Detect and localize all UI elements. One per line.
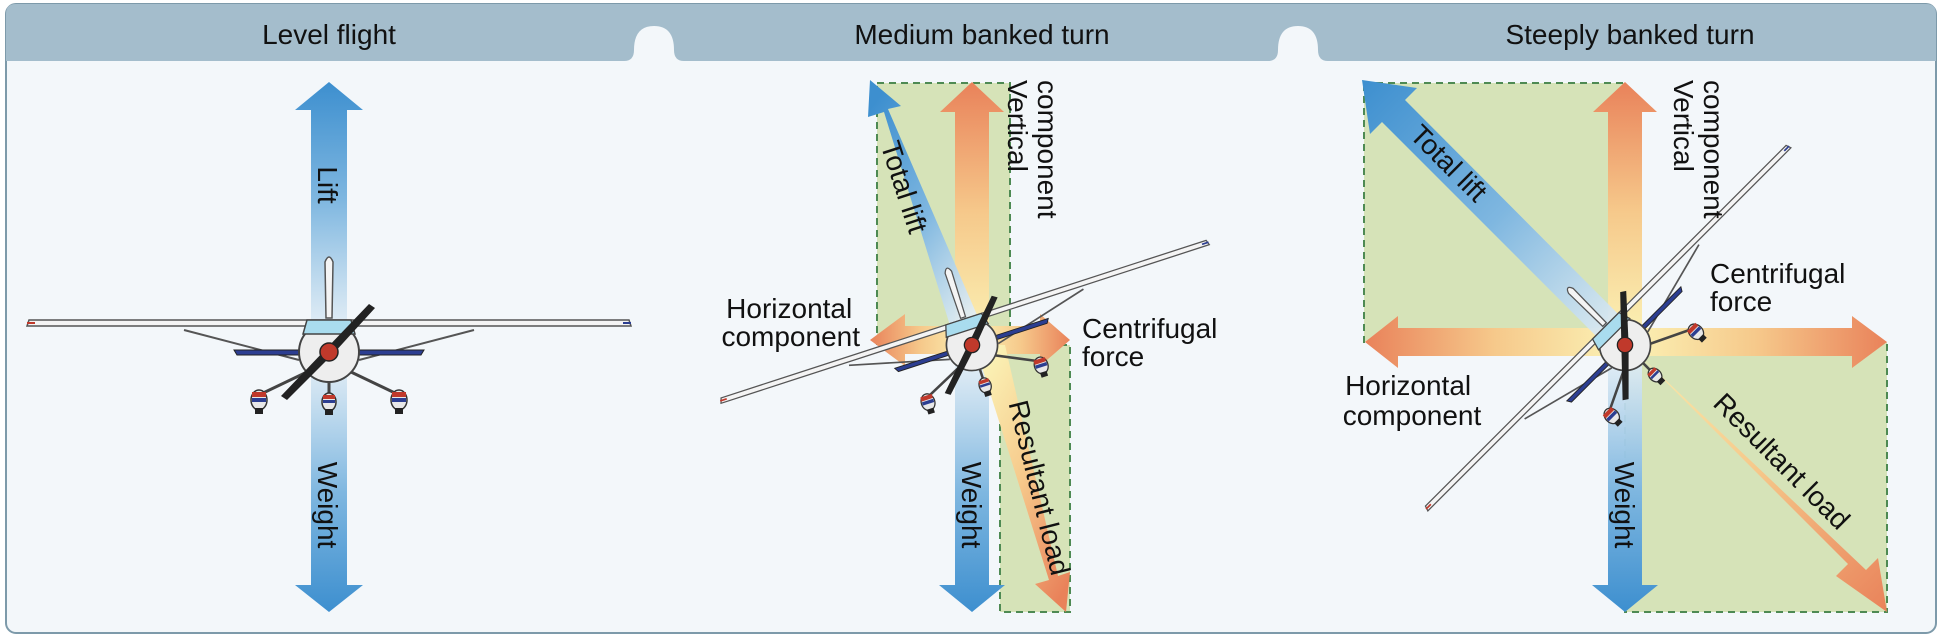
- centrifugal-force-line-1: Centrifugal: [1710, 258, 1845, 289]
- panel-steeply-banked-turn: Total lift Vertical component Horizontal…: [1343, 80, 1888, 613]
- centrifugal-force-label: Centrifugal force: [1082, 313, 1225, 372]
- vertical-component-arrow: [1593, 82, 1657, 342]
- panel-medium-banked-turn: Total lift Vertical component Horizontal…: [701, 80, 1234, 613]
- lift-label: Lift: [312, 166, 343, 204]
- panel-title-level-flight: Level flight: [262, 19, 396, 50]
- weight-arrow: [939, 345, 1005, 612]
- header-bar: [6, 4, 1936, 61]
- vertical-component-line-1: Vertical: [1002, 80, 1033, 172]
- vertical-component-line-2: component: [1698, 80, 1729, 219]
- lift-arrow: [295, 82, 363, 345]
- total-lift-arrow: [868, 80, 990, 345]
- panel-level-flight: Lift Weight: [25, 82, 633, 612]
- horizontal-component-label: Horizontal component: [1343, 370, 1482, 431]
- vertical-component-label: Vertical component: [1002, 80, 1063, 219]
- horizontal-component-line-1: Horizontal: [1345, 370, 1471, 401]
- horizontal-component-line-1: Horizontal: [726, 293, 852, 324]
- centrifugal-force-label: Centrifugal force: [1710, 258, 1853, 317]
- vertical-component-line-2: component: [1032, 80, 1063, 219]
- centrifugal-force-line-2: force: [1710, 286, 1772, 317]
- weight-arrow: [295, 345, 363, 612]
- panel-title-steeply-banked-turn: Steeply banked turn: [1505, 19, 1754, 50]
- centrifugal-force-line-1: Centrifugal: [1082, 313, 1217, 344]
- horizontal-component-line-2: component: [1343, 400, 1482, 431]
- weight-label: Weight: [956, 462, 987, 549]
- resultant-load-arrow: [1614, 330, 1887, 612]
- panel-title-medium-banked-turn: Medium banked turn: [854, 19, 1109, 50]
- horizontal-component-arrow: [1365, 316, 1625, 368]
- weight-label: Weight: [1609, 462, 1640, 549]
- horizontal-component-line-2: component: [721, 321, 860, 352]
- resultant-load-arrow: [975, 345, 1070, 612]
- centrifugal-force-line-2: force: [1082, 341, 1144, 372]
- vertical-component-line-1: Vertical: [1668, 80, 1699, 172]
- horizontal-component-label: Horizontal component: [721, 293, 860, 352]
- vertical-component-label: Vertical component: [1668, 80, 1729, 219]
- weight-label: Weight: [312, 462, 343, 549]
- total-lift-arrow: [1362, 80, 1636, 354]
